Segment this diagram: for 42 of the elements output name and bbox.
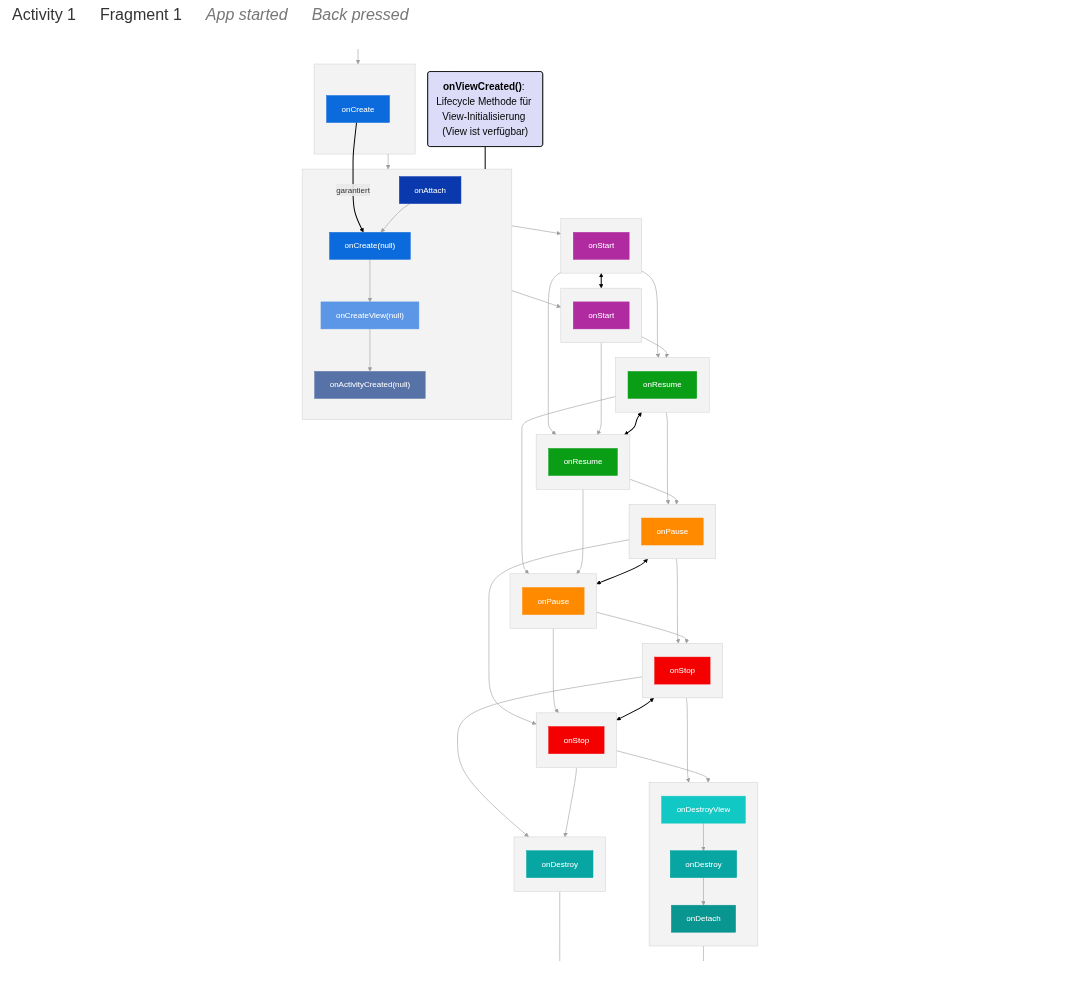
node-box: onCreateView(null): [320, 301, 420, 330]
cluster: [313, 63, 416, 155]
cluster: [301, 168, 513, 420]
event-label: App started: [205, 6, 288, 24]
node-box: onPause: [641, 517, 704, 546]
cluster: [628, 504, 716, 560]
connector: [703, 945, 704, 962]
column-heading: Fragment 1: [100, 6, 182, 24]
connector: [559, 891, 561, 962]
connector: [484, 146, 486, 170]
arrow: [616, 697, 654, 721]
node-box: onDestroy: [670, 850, 737, 878]
cluster: [560, 287, 642, 343]
node-box: onStart: [573, 232, 630, 260]
cluster: [535, 434, 631, 490]
node-box: onDestroyView: [661, 795, 746, 824]
node-box: onActivityCreated(null): [314, 371, 426, 399]
node-box: onStop: [548, 726, 605, 754]
node-box: onCreate: [326, 95, 390, 123]
cluster: [560, 218, 642, 274]
column-heading: Activity 1: [12, 6, 76, 24]
node-box: onAttach: [399, 176, 462, 204]
node-box: onStart: [573, 301, 630, 330]
node-box: onResume: [627, 371, 697, 399]
edge-label: garantiert: [336, 185, 370, 195]
node-box: onPause: [522, 587, 585, 615]
node-box: onCreate(null): [329, 232, 411, 260]
arrow: [624, 412, 642, 435]
cluster: [509, 573, 597, 629]
node-box: onStop: [654, 656, 711, 685]
arrow: [352, 122, 364, 233]
cluster: [641, 643, 723, 699]
node-box: onDestroy: [526, 850, 594, 878]
node-box: onResume: [548, 448, 618, 476]
arrow: [599, 273, 604, 289]
node-box: onDetach: [671, 904, 736, 933]
event-label: Back pressed: [311, 6, 409, 24]
cluster: [648, 782, 759, 947]
cluster: [535, 712, 617, 768]
cluster: [615, 357, 710, 413]
arrow: [596, 558, 648, 585]
cluster: [513, 836, 606, 892]
